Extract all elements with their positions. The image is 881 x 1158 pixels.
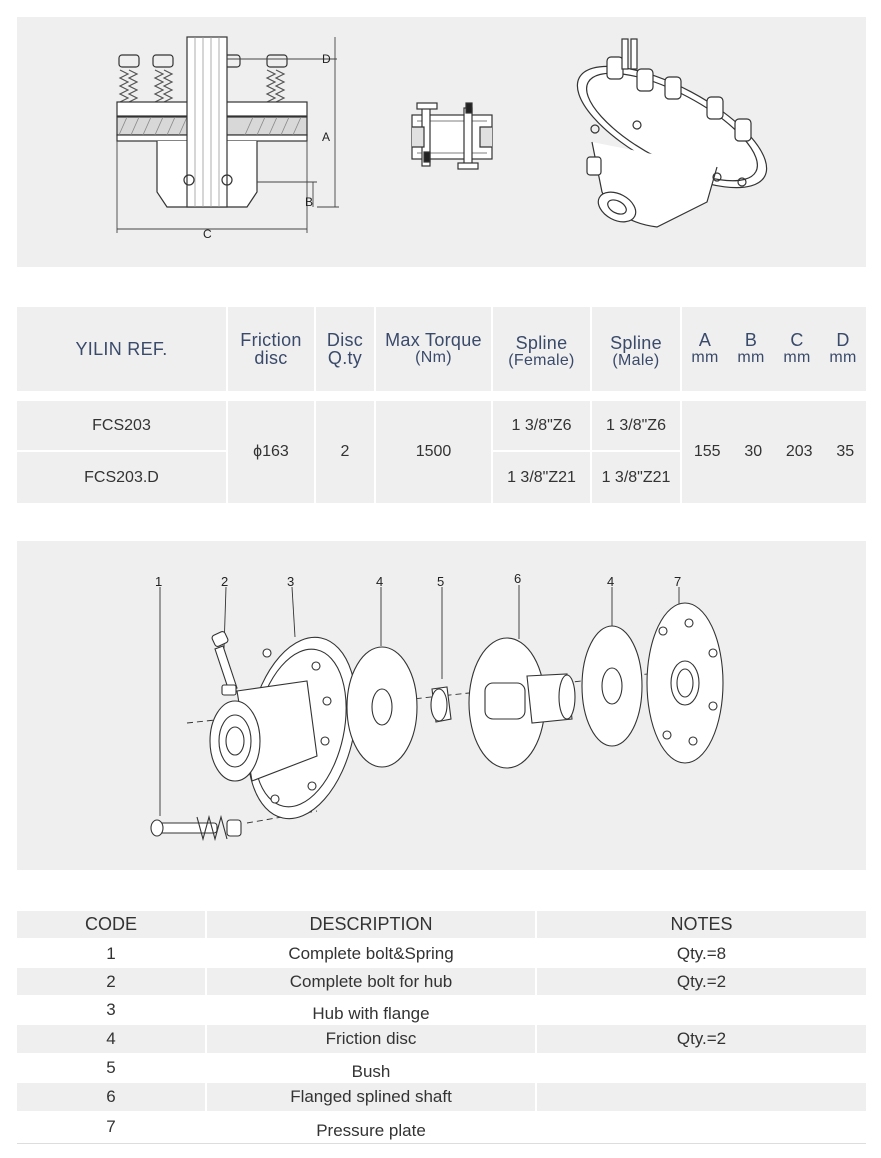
cell-description: Bush bbox=[351, 1062, 391, 1081]
cell-dimensions: 155 30 203 35 bbox=[682, 401, 866, 503]
table-row: 4 Friction disc Qty.=2 bbox=[17, 1025, 866, 1053]
header-notes: NOTES bbox=[670, 914, 733, 934]
part-hub-flange-drawing bbox=[209, 636, 357, 820]
cell-spline-female: 1 3/8"Z21 bbox=[493, 452, 590, 503]
header-torque-line2: (Nm) bbox=[415, 349, 452, 366]
dim-label-a: A bbox=[322, 130, 330, 144]
header-friction-line1: Friction bbox=[240, 330, 302, 350]
callout-5: 5 bbox=[437, 574, 444, 589]
callout-3: 3 bbox=[287, 574, 294, 589]
header-max-torque: Max Torque (Nm) bbox=[376, 307, 491, 391]
cell-dim-a: 155 bbox=[693, 443, 721, 460]
technical-drawing-panel: D A B C bbox=[17, 17, 866, 267]
cell-code: 3 bbox=[106, 1000, 116, 1019]
cell-notes bbox=[537, 1053, 866, 1083]
cell-code: 1 bbox=[106, 944, 116, 963]
callout-6: 6 bbox=[514, 571, 521, 586]
cell-description: Pressure plate bbox=[316, 1121, 426, 1140]
cell-spline-female: 1 3/8"Z6 bbox=[493, 401, 590, 450]
callout-2: 2 bbox=[221, 574, 228, 589]
cell-friction-disc: ϕ163 bbox=[228, 401, 314, 503]
header-friction-disc: Friction disc bbox=[228, 307, 314, 391]
row-ref: FCS203 bbox=[17, 401, 226, 450]
part-pressure-plate-drawing bbox=[646, 602, 724, 764]
callout-7: 7 bbox=[674, 574, 681, 589]
header-spline-male: Spline (Male) bbox=[592, 307, 680, 391]
table-row: 2 Complete bolt for hub Qty.=2 bbox=[17, 968, 866, 995]
dim-label-d: D bbox=[322, 52, 331, 66]
table-row: 1 Complete bolt&Spring Qty.=8 bbox=[17, 940, 866, 968]
cell-code: 7 bbox=[106, 1117, 116, 1136]
cell-notes bbox=[537, 995, 866, 1025]
part-splined-shaft-drawing bbox=[468, 637, 576, 769]
cell-disc-qty: 2 bbox=[316, 401, 374, 503]
exploded-view-panel: 1 2 3 4 5 6 4 7 bbox=[17, 541, 866, 870]
part-hub-bolt-drawing bbox=[211, 631, 238, 696]
cell-dim-b: 30 bbox=[744, 443, 763, 460]
cell-description: Complete bolt&Spring bbox=[288, 944, 454, 963]
friction-disc-hole bbox=[601, 667, 623, 705]
exploded-view-drawing: 1 2 3 4 5 6 4 7 bbox=[150, 571, 724, 842]
cell-description: Hub with flange bbox=[312, 1004, 430, 1023]
parts-header-row: CODE DESCRIPTION NOTES bbox=[17, 911, 866, 938]
table-row: 6 Flanged splined shaft bbox=[17, 1083, 866, 1111]
callout-4: 4 bbox=[376, 574, 383, 589]
cell-code: 6 bbox=[106, 1087, 116, 1106]
cell-notes bbox=[537, 1111, 866, 1143]
cell-dim-d: 35 bbox=[836, 443, 855, 460]
technical-drawing: D A B C bbox=[116, 36, 768, 241]
header-spline-male-line2: (Male) bbox=[612, 352, 660, 369]
cell-description: Complete bolt for hub bbox=[289, 971, 453, 991]
header-spline-female-line1: Spline bbox=[515, 333, 568, 353]
header-spline-male-line1: Spline bbox=[610, 333, 662, 353]
header-yilin-ref: YILIN REF. bbox=[17, 307, 226, 391]
dim-label-b: B bbox=[305, 195, 313, 209]
dim-label-c: C bbox=[203, 227, 212, 241]
header-description: DESCRIPTION bbox=[309, 914, 433, 934]
header-spline-female-line2: (Female) bbox=[508, 352, 575, 369]
header-disc-line2: Q.ty bbox=[327, 348, 363, 368]
cell-notes: Qty.=2 bbox=[676, 971, 727, 991]
cell-description: Flanged splined shaft bbox=[290, 1087, 452, 1106]
callout-1: 1 bbox=[155, 574, 162, 589]
header-disc-qty: Disc Q.ty bbox=[316, 307, 374, 391]
header-disc-line1: Disc bbox=[326, 330, 364, 350]
cell-notes: Qty.=8 bbox=[676, 944, 727, 963]
part-bush-drawing bbox=[430, 686, 452, 723]
header-torque-line1: Max Torque bbox=[385, 330, 482, 350]
header-friction-line2: disc bbox=[254, 348, 288, 368]
cell-notes: Qty.=2 bbox=[676, 1029, 727, 1048]
isometric-view-drawing bbox=[576, 38, 768, 228]
part-bolt-spring-drawing bbox=[150, 814, 242, 842]
cell-spline-male: 1 3/8"Z6 bbox=[592, 401, 680, 450]
cell-max-torque: 1500 bbox=[376, 401, 491, 503]
table-row: 7 Pressure plate bbox=[17, 1111, 866, 1144]
spline-section-drawing bbox=[411, 102, 493, 170]
cell-spline-male: 1 3/8"Z21 bbox=[592, 452, 680, 503]
spec-table: YILIN REF. Friction disc Disc Q.ty Max T… bbox=[17, 307, 866, 503]
callout-4b: 4 bbox=[607, 574, 614, 589]
cell-code: 2 bbox=[106, 971, 116, 991]
header-code: CODE bbox=[84, 914, 137, 934]
friction-disc-hole bbox=[371, 688, 393, 726]
cell-dim-c: 203 bbox=[785, 443, 813, 460]
table-row: 5 Bush bbox=[17, 1053, 866, 1083]
cell-code: 4 bbox=[106, 1029, 116, 1048]
cell-notes bbox=[537, 1083, 866, 1111]
header-spline-female: Spline (Female) bbox=[493, 307, 590, 391]
cell-description: Friction disc bbox=[325, 1029, 417, 1048]
section-view-drawing bbox=[116, 36, 339, 233]
cell-code: 5 bbox=[106, 1058, 116, 1077]
row-ref: FCS203.D bbox=[17, 452, 226, 503]
table-row: 3 Hub with flange bbox=[17, 995, 866, 1025]
